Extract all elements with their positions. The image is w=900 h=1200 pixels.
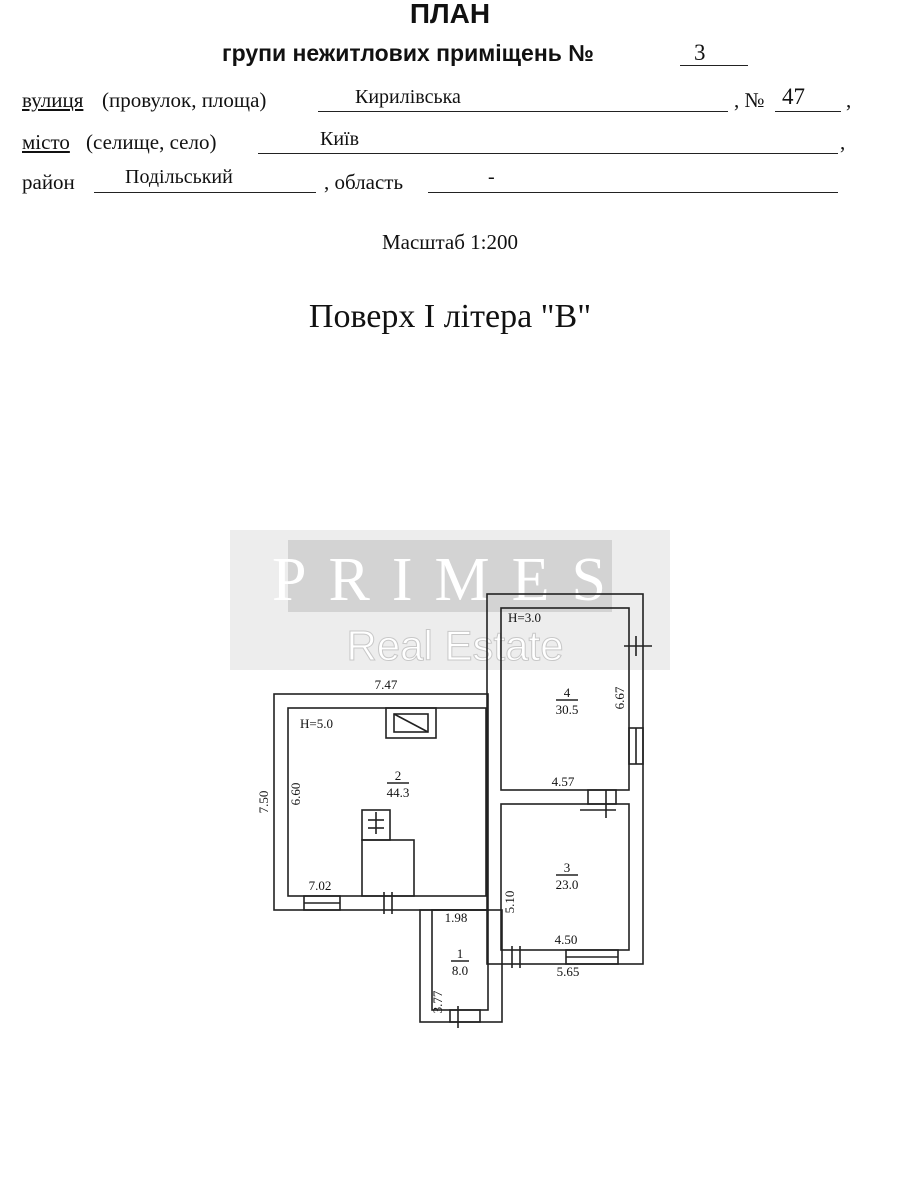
street-label-rest: (провулок, площа) xyxy=(102,88,267,112)
room3-number: 3 xyxy=(564,860,571,875)
room2-area: 44.3 xyxy=(387,785,410,800)
dim-room3-outer-width: 5.65 xyxy=(557,964,580,979)
stairs-lower xyxy=(361,839,415,897)
room1-number: 1 xyxy=(457,946,464,961)
dim-room1-width: 1.98 xyxy=(445,910,468,925)
dim-room3-height: 5.10 xyxy=(502,891,517,914)
plan-title: ПЛАН xyxy=(409,0,491,29)
dim-room4-width: 4.57 xyxy=(552,774,575,789)
chimney-box xyxy=(385,707,437,739)
dim-left-inner-height: 6.60 xyxy=(288,783,303,806)
street-value: Кирилівська xyxy=(355,86,461,108)
chimney-diagonal xyxy=(393,713,429,733)
number-label: , № xyxy=(734,88,765,112)
group-number: 3 xyxy=(694,40,706,65)
region-label: , область xyxy=(324,170,404,194)
door-room3-room4 xyxy=(587,789,617,805)
city-value: Київ xyxy=(320,128,360,150)
watermark-box xyxy=(288,540,612,612)
district-label: район xyxy=(22,170,75,194)
city-label: місто xyxy=(22,130,70,154)
city-comma: , xyxy=(840,130,846,154)
street-underline xyxy=(318,111,728,112)
room4-area: 30.5 xyxy=(556,702,579,717)
number-comma: , xyxy=(846,88,852,112)
dim-left-outer-height: 7.50 xyxy=(256,791,271,814)
region-value: - xyxy=(488,166,495,188)
room4-number: 4 xyxy=(564,685,571,700)
watermark-brand: PRIMES xyxy=(272,546,628,614)
chimney-inner xyxy=(393,713,429,733)
district-underline xyxy=(94,192,316,193)
room2-number: 2 xyxy=(395,768,402,783)
number-underline xyxy=(775,111,841,112)
floor-title: Поверх І літера "В" xyxy=(308,298,592,335)
dim-top-left-width: 7.47 xyxy=(375,677,398,692)
group-number-underline xyxy=(680,65,748,66)
number-value: 47 xyxy=(782,84,805,109)
scale-label: Масштаб 1:200 xyxy=(381,230,518,254)
region-underline xyxy=(428,192,838,193)
room3-inner-wall xyxy=(500,803,630,951)
room4-height: H=3.0 xyxy=(508,610,541,625)
watermark-sub: Real Estate xyxy=(346,622,563,669)
dim-room4-height: 6.67 xyxy=(612,686,627,709)
plan-subtitle: групи нежитлових приміщень № xyxy=(222,40,594,66)
dim-room1-height: 3.77 xyxy=(430,990,445,1013)
room3-area: 23.0 xyxy=(556,877,579,892)
room1-area: 8.0 xyxy=(452,963,468,978)
room2-height: H=5.0 xyxy=(300,716,333,731)
dim-bottom-inner-width: 7.02 xyxy=(309,878,332,893)
room4-inner-wall xyxy=(500,607,630,791)
right-block-outer-wall xyxy=(486,593,644,965)
city-underline xyxy=(258,153,838,154)
door-room1-bottom xyxy=(449,1009,481,1023)
street-label: вулиця xyxy=(22,88,84,112)
district-value: Подільський xyxy=(125,166,233,188)
room2-inner-wall xyxy=(287,707,487,897)
city-label-rest: (селище, село) xyxy=(86,130,217,154)
dim-room3-inner-width: 4.50 xyxy=(555,932,578,947)
room2-outer-wall xyxy=(273,693,489,911)
